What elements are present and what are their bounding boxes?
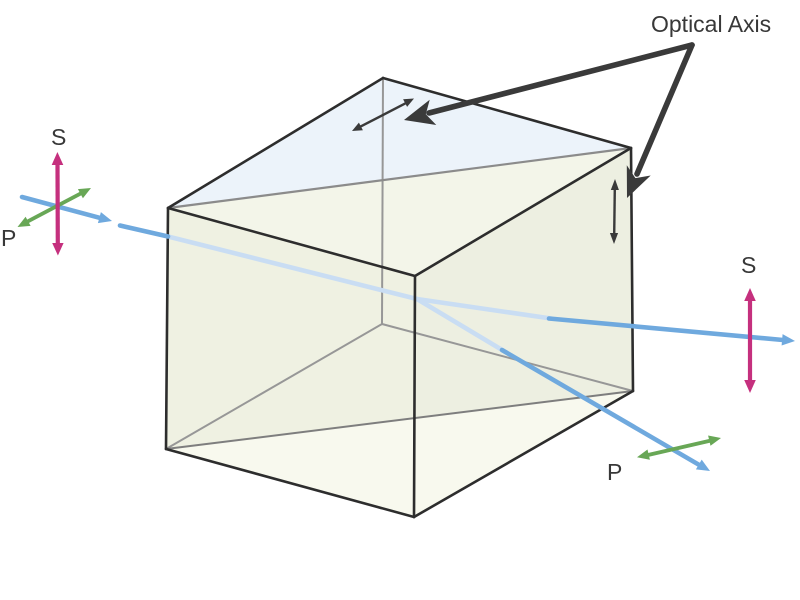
cube-hidden-edges — [165, 77, 634, 450]
incident-beam-arrowhead-icon — [97, 212, 112, 224]
callout-arrow-shaft — [634, 42, 695, 177]
output-s-marker — [744, 288, 756, 393]
output-p-arrowhead-icon — [637, 449, 650, 460]
cube-top-face-front-triangle — [168, 148, 631, 276]
input-s-arrowhead-icon — [52, 243, 64, 256]
input-p-arrowhead-icon — [17, 216, 31, 227]
edge-top-left-front — [166, 206, 417, 278]
deviated-beam — [499, 347, 710, 471]
incident-beam — [19, 194, 171, 239]
cube-top-face-back-triangle — [168, 78, 631, 208]
output-p-shaft — [647, 438, 711, 457]
edge-bottom-left-front — [164, 447, 416, 519]
callout-arrowhead-icon — [404, 99, 437, 125]
edge-top-front-right — [413, 146, 633, 278]
output-p-arrowhead-icon — [708, 435, 721, 446]
internal-incident-beam — [165, 234, 422, 302]
edge-front-vertical — [412, 274, 417, 519]
incident-beam-shaft — [19, 194, 104, 221]
input-s-label: S — [51, 124, 66, 150]
transmitted-beam-shaft — [546, 316, 786, 343]
optical-axis-side-arrowhead-icon — [610, 179, 619, 190]
callout-arrowhead-icon — [626, 165, 651, 198]
input-p-marker — [17, 188, 91, 227]
transmitted-beam-arrowhead-icon — [781, 334, 795, 346]
incident-beam-entry-segment — [117, 223, 171, 239]
deviated-beam-shaft — [499, 347, 702, 468]
hidden-edge-bottom-right — [381, 323, 634, 392]
interface-top-diagonal — [167, 146, 632, 210]
optical-axis-label: Optical Axis — [651, 11, 771, 37]
transmitted-beam — [546, 316, 795, 346]
input-p-shaft — [26, 191, 83, 224]
internal-beams — [165, 234, 554, 353]
optical-axis-top-shaft — [359, 102, 407, 128]
callout-arrow-shaft — [426, 42, 695, 116]
edge-top-back-right — [381, 76, 633, 150]
edge-top-left-back — [166, 76, 385, 210]
interface-diagonal-edges — [165, 146, 634, 450]
input-s-marker — [51, 152, 64, 256]
input-p-label: P — [1, 225, 16, 251]
output-p-marker — [637, 435, 721, 460]
hidden-edge-bottom-left — [165, 323, 383, 450]
output-p-label: P — [607, 459, 622, 485]
optical-axis-callout — [404, 42, 695, 198]
output-s-arrowhead-icon — [744, 380, 756, 393]
output-s-arrowhead-icon — [744, 288, 756, 301]
optical-axis-indicator-top — [352, 98, 414, 131]
internal-deviated-beam — [414, 296, 506, 353]
beamsplitter-cube-faces — [166, 78, 633, 517]
cube-bottom-face-through-glass — [166, 391, 633, 517]
internal-transmitted-beam — [414, 296, 554, 321]
optical-axis-top-arrowhead-icon — [403, 98, 414, 107]
input-p-arrowhead-icon — [77, 188, 91, 199]
optical-axis-indicator-side — [609, 179, 619, 244]
optical-axis-side-shaft — [613, 188, 616, 235]
optical-axis-side-arrowhead-icon — [609, 233, 619, 244]
interface-bottom-diagonal — [165, 390, 634, 450]
edge-left-vertical — [164, 206, 170, 451]
edge-bottom-front-right — [412, 389, 635, 519]
deviated-beam-arrowhead-icon — [695, 459, 710, 471]
optical-axis-top-arrowhead-icon — [352, 122, 363, 131]
output-s-label: S — [741, 252, 756, 278]
hidden-edge-back-vertical — [381, 77, 384, 325]
input-s-arrowhead-icon — [51, 152, 64, 165]
